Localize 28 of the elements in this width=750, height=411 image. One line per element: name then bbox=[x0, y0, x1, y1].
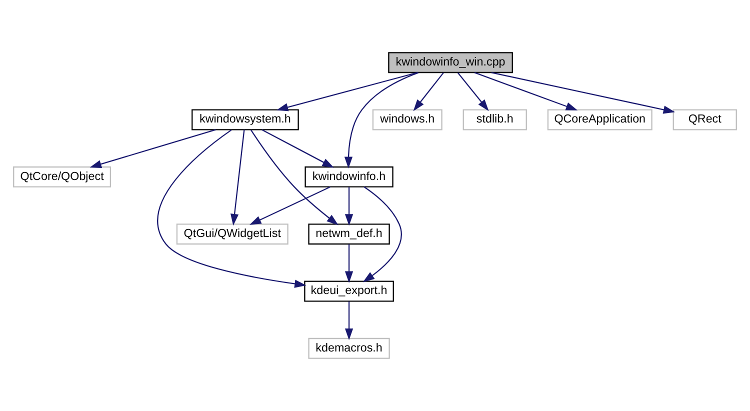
node-box: netwm_def.h bbox=[308, 224, 390, 245]
node-box: kwindowinfo_win.cpp bbox=[388, 52, 513, 74]
node-box: kdemacros.h bbox=[308, 338, 390, 359]
node-box: kwindowsystem.h bbox=[192, 109, 299, 130]
arrow bbox=[474, 72, 578, 110]
arrow bbox=[249, 186, 331, 225]
arrow bbox=[362, 186, 402, 282]
arrow bbox=[457, 72, 489, 112]
arrow bbox=[230, 130, 245, 226]
arrow bbox=[413, 72, 444, 112]
node-box: QtCore/QObject bbox=[13, 166, 112, 188]
node-box: stdlib.h bbox=[462, 109, 527, 130]
node-box: windows.h bbox=[372, 109, 442, 130]
arrow bbox=[344, 187, 354, 226]
arrow bbox=[90, 129, 216, 168]
arrow bbox=[262, 129, 334, 168]
arrow bbox=[344, 244, 354, 283]
arrow bbox=[276, 72, 418, 112]
arrow bbox=[344, 301, 354, 340]
arrow bbox=[157, 129, 306, 288]
arrow bbox=[344, 72, 419, 168]
arrow bbox=[491, 72, 676, 114]
node-box: kwindowinfo.h bbox=[304, 166, 394, 188]
node-box: QtGui/QWidgetList bbox=[176, 224, 288, 245]
node-box: QRect bbox=[672, 109, 737, 130]
node-box: kdeui_export.h bbox=[304, 280, 394, 302]
arrow bbox=[250, 130, 338, 226]
node-box: QCoreApplication bbox=[547, 109, 652, 130]
